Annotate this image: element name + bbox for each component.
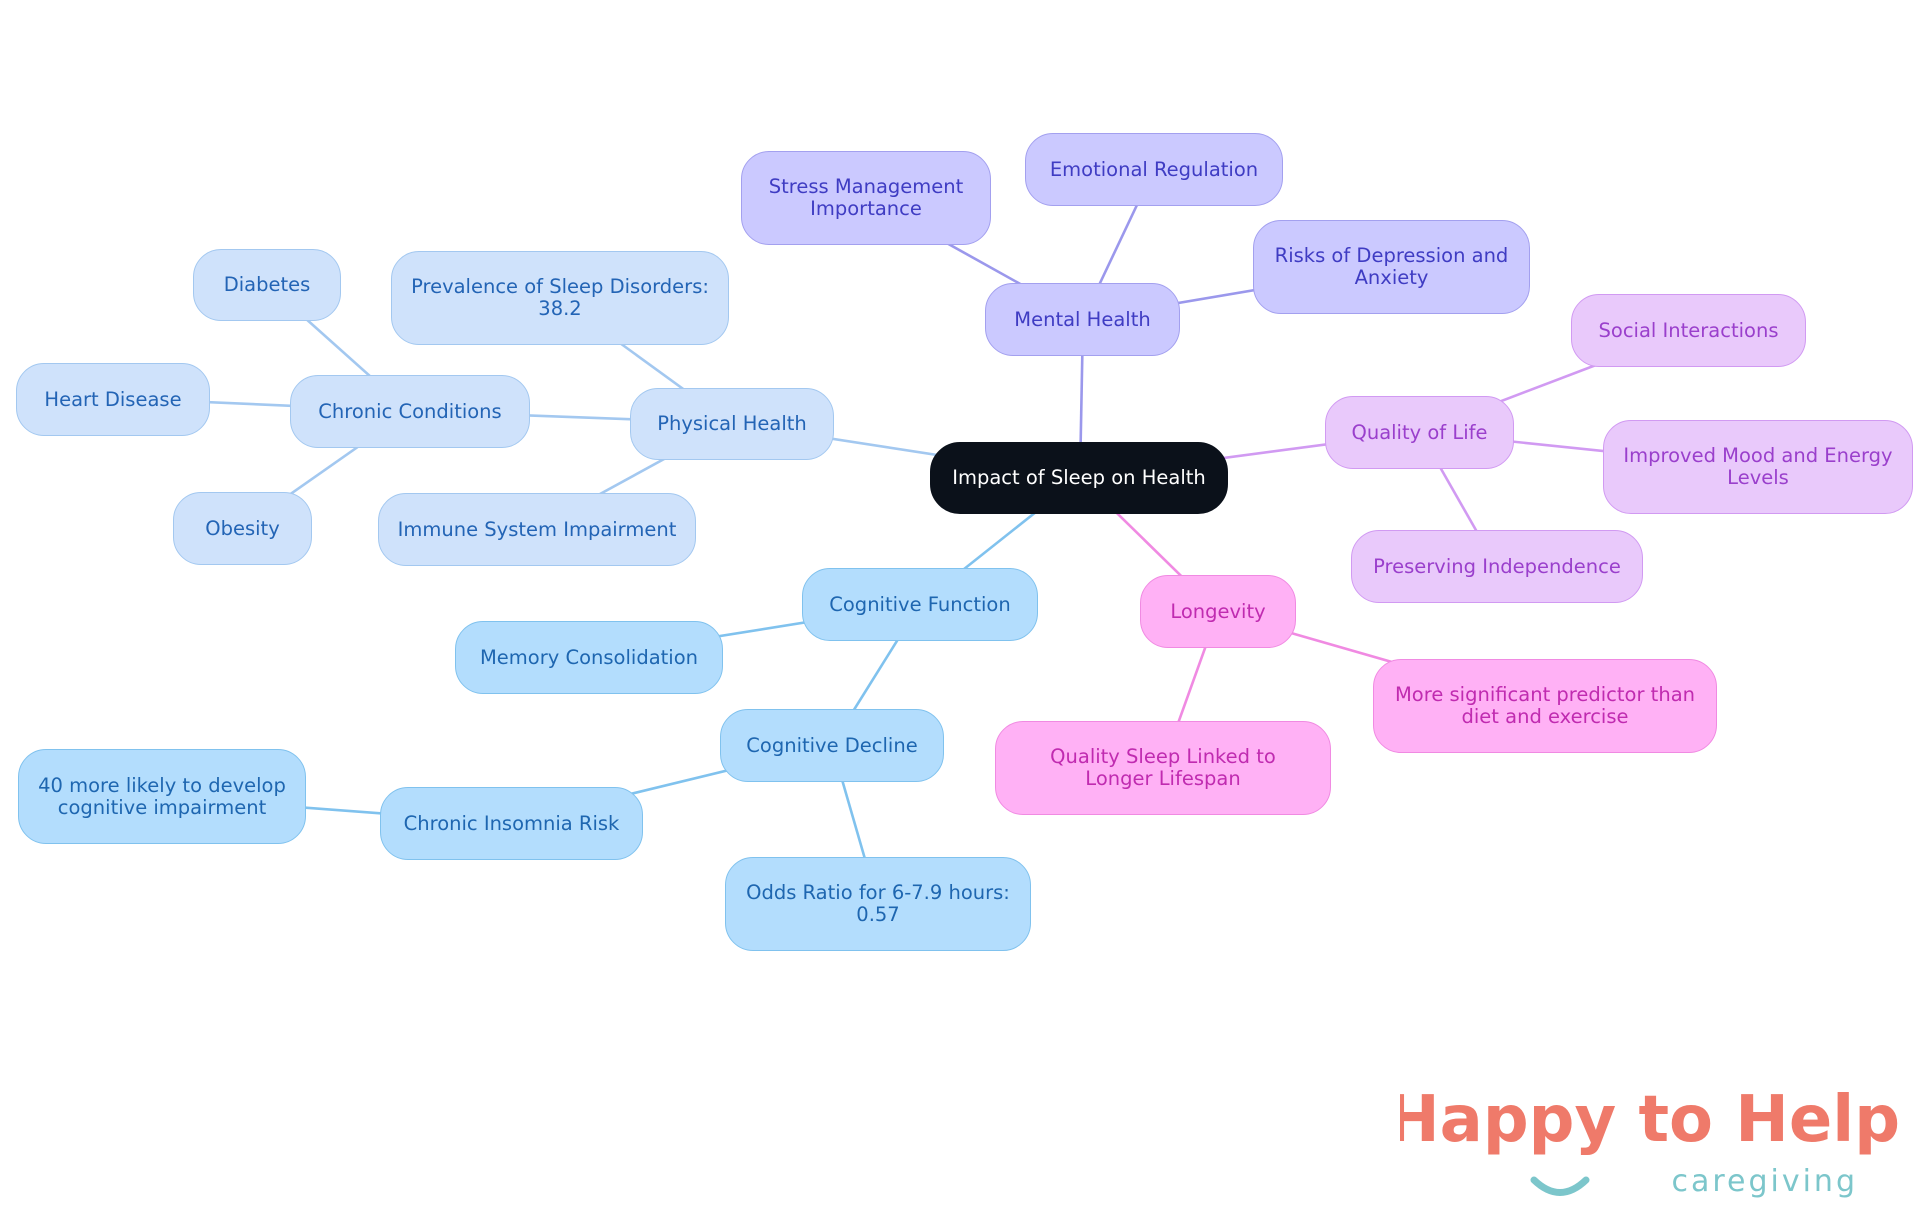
- node-heart-disease: Heart Disease: [16, 363, 210, 436]
- node-obesity: Obesity: [173, 492, 312, 565]
- node-significant-predictor: More significant predictor than diet and…: [1373, 659, 1717, 753]
- node-chronic-insomnia: Chronic Insomnia Risk: [380, 787, 643, 860]
- node-cognitive-impairment: 40 more likely to develop cognitive impa…: [18, 749, 306, 844]
- node-depression-anxiety: Risks of Depression and Anxiety: [1253, 220, 1530, 314]
- node-chronic-conditions: Chronic Conditions: [290, 375, 530, 448]
- happy-to-help-logo: Happy to Help caregiving: [1400, 1083, 1900, 1199]
- node-diabetes: Diabetes: [193, 249, 341, 321]
- node-memory-consolidation: Memory Consolidation: [455, 621, 723, 694]
- node-cognitive-function: Cognitive Function: [802, 568, 1038, 641]
- node-cognitive-decline: Cognitive Decline: [720, 709, 944, 782]
- logo-main-text: Happy to Help: [1400, 1083, 1900, 1157]
- node-root: Impact of Sleep on Health: [930, 442, 1228, 514]
- node-stress-management: Stress Management Importance: [741, 151, 991, 245]
- node-preserving-independence: Preserving Independence: [1351, 530, 1643, 603]
- node-social-interactions: Social Interactions: [1571, 294, 1806, 367]
- node-emotional-regulation: Emotional Regulation: [1025, 133, 1283, 206]
- node-physical-health: Physical Health: [630, 388, 834, 460]
- node-mental-health: Mental Health: [985, 283, 1180, 356]
- node-immune-impairment: Immune System Impairment: [378, 493, 696, 566]
- node-prevalence: Prevalence of Sleep Disorders: 38.2: [391, 251, 729, 345]
- node-improved-mood: Improved Mood and Energy Levels: [1603, 420, 1913, 514]
- node-odds-ratio: Odds Ratio for 6-7.9 hours: 0.57: [725, 857, 1031, 951]
- node-quality-of-life: Quality of Life: [1325, 396, 1514, 469]
- smile-icon: [1530, 1176, 1590, 1196]
- node-longer-lifespan: Quality Sleep Linked to Longer Lifespan: [995, 721, 1331, 815]
- node-longevity: Longevity: [1140, 575, 1296, 648]
- logo-sub-text: caregiving: [1671, 1164, 1858, 1199]
